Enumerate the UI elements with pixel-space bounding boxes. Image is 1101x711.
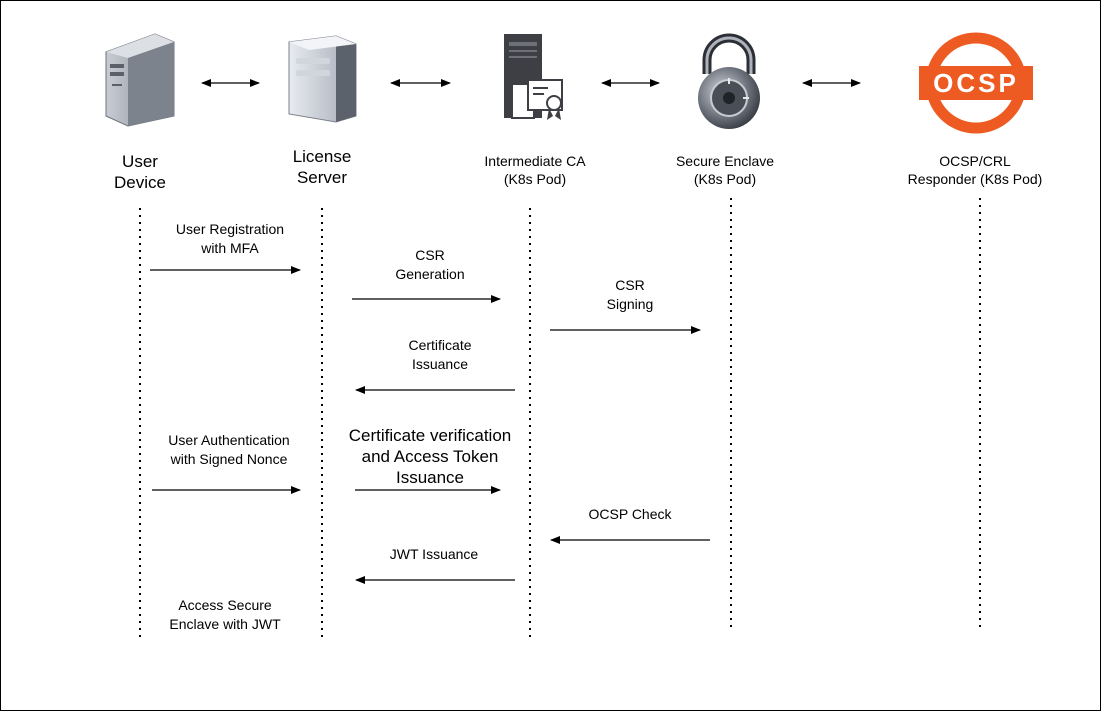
message-label-csr-signing: CSR Signing bbox=[606, 277, 654, 312]
padlock-icon bbox=[698, 33, 760, 129]
ocsp-logo-text: OCSP bbox=[933, 68, 1019, 98]
message-label-certificate-verification: Certificate verification and Access Toke… bbox=[348, 426, 512, 487]
desktop-tower-icon bbox=[105, 33, 175, 127]
actor-label-license-server: License Server bbox=[292, 147, 352, 187]
message-arrows bbox=[150, 266, 710, 584]
message-label-user-authentication: User Authentication with Signed Nonce bbox=[168, 432, 290, 467]
actor-label-secure-enclave: Secure Enclave (K8s Pod) bbox=[675, 153, 775, 187]
message-label-csr-generation: CSR Generation bbox=[395, 247, 465, 282]
message-label-access-secure-enclave: Access Secure Enclave with JWT bbox=[169, 597, 281, 632]
actor-label-ocsp-responder: OCSP/CRL Responder (K8s Pod) bbox=[907, 153, 1043, 187]
actor-label-intermediate-ca: Intermediate CA (K8s Pod) bbox=[484, 153, 586, 187]
message-label-user-registration: User Registration with MFA bbox=[175, 221, 285, 256]
certificate-server-icon bbox=[504, 34, 563, 120]
actor-label-user-device: User Device bbox=[114, 152, 166, 192]
message-label-jwt-issuance: JWT Issuance bbox=[389, 546, 479, 562]
server-icon bbox=[288, 35, 357, 123]
message-label-ocsp-check: OCSP Check bbox=[588, 506, 672, 522]
ocsp-logo-icon: OCSP bbox=[919, 32, 1033, 134]
lifelines bbox=[139, 198, 981, 640]
message-label-certificate-issuance: Certificate Issuance bbox=[408, 337, 472, 372]
